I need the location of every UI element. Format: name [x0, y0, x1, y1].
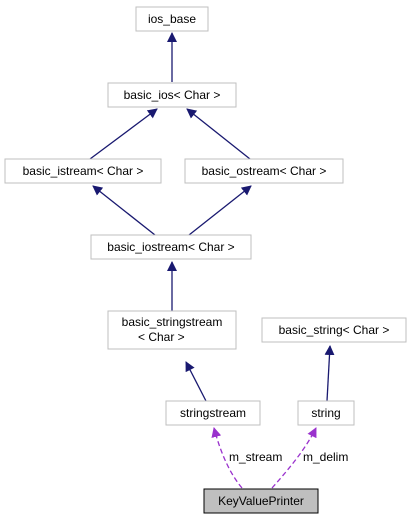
edge-string-to-basic-string	[324, 345, 335, 402]
node-label-key-value-printer: KeyValuePrinter	[218, 494, 304, 508]
edge-basic-ostream-to-basic-ios	[186, 108, 251, 160]
node-stringstream[interactable]: stringstream	[165, 400, 261, 426]
node-ios-base[interactable]: ios_base	[135, 6, 209, 32]
node-string[interactable]: string	[297, 400, 355, 426]
edge-m-stream	[211, 427, 243, 489]
edge-label-m-delim: m_delim	[303, 450, 348, 464]
node-label-basic-stringstream-line1: basic_stringstream	[122, 315, 223, 329]
node-key-value-printer[interactable]: KeyValuePrinter	[203, 488, 319, 514]
node-basic-string[interactable]: basic_string< Char >	[261, 317, 407, 343]
edge-label-m-stream: m_stream	[229, 450, 282, 464]
node-label-basic-iostream: basic_iostream< Char >	[107, 240, 234, 254]
node-label-basic-ios: basic_ios< Char >	[124, 88, 221, 102]
node-label-basic-string: basic_string< Char >	[279, 323, 390, 337]
node-basic-iostream[interactable]: basic_iostream< Char >	[90, 234, 252, 260]
edge-stringstream-to-basic-stringstream	[185, 361, 207, 402]
edge-m-delim	[271, 427, 317, 489]
node-label-basic-stringstream-line2: < Char >	[138, 330, 185, 344]
member-edges	[211, 427, 317, 489]
node-basic-stringstream[interactable]: basic_stringstream < Char >	[107, 310, 237, 350]
node-label-stringstream: stringstream	[180, 406, 246, 420]
node-basic-istream[interactable]: basic_istream< Char >	[4, 158, 162, 184]
edge-basic-iostream-to-basic-istream	[92, 185, 156, 236]
edge-basic-iostream-to-basic-ostream	[188, 185, 252, 236]
node-basic-ostream[interactable]: basic_ostream< Char >	[184, 158, 344, 184]
node-basic-ios[interactable]: basic_ios< Char >	[107, 82, 237, 108]
inheritance-edges	[89, 32, 335, 402]
node-label-basic-istream: basic_istream< Char >	[23, 164, 144, 178]
node-label-string: string	[311, 406, 340, 420]
node-label-basic-ostream: basic_ostream< Char >	[202, 164, 327, 178]
node-label-ios-base: ios_base	[148, 12, 196, 26]
edge-basic-istream-to-basic-ios	[89, 108, 158, 160]
